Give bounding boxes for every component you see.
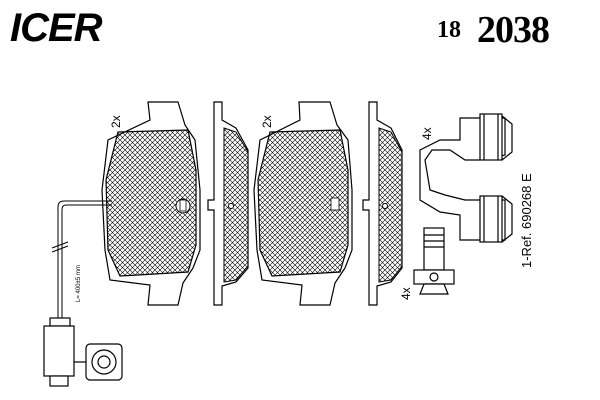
left-side-dot — [228, 203, 234, 209]
anti-rattle-clip — [419, 113, 513, 243]
reference-label: 1-Ref. 690268 E — [519, 173, 534, 268]
qty-label-right-pad: 2x — [260, 115, 274, 128]
qty-label-left-pad: 2x — [109, 115, 123, 128]
brand-logo: ICER — [10, 6, 103, 50]
part-prefix: 18 — [437, 17, 461, 43]
qty-label-clip: 4x — [420, 127, 434, 140]
wear-sensor-connector — [43, 317, 123, 387]
wear-sensor-cable — [51, 200, 112, 320]
right-pad-friction-material — [257, 129, 349, 277]
sensor-length-label: L= 400±5 mm — [76, 265, 82, 302]
qty-label-bolt: 4x — [399, 287, 413, 300]
part-number: 2038 — [477, 9, 550, 51]
guide-bolt — [413, 227, 455, 295]
right-pad-center-slot — [330, 197, 340, 211]
left-pad-friction-material — [105, 129, 197, 277]
left-pad-center-slot — [179, 199, 187, 212]
right-side-friction — [378, 127, 403, 283]
left-side-friction — [223, 127, 249, 283]
right-side-dot — [382, 203, 388, 209]
